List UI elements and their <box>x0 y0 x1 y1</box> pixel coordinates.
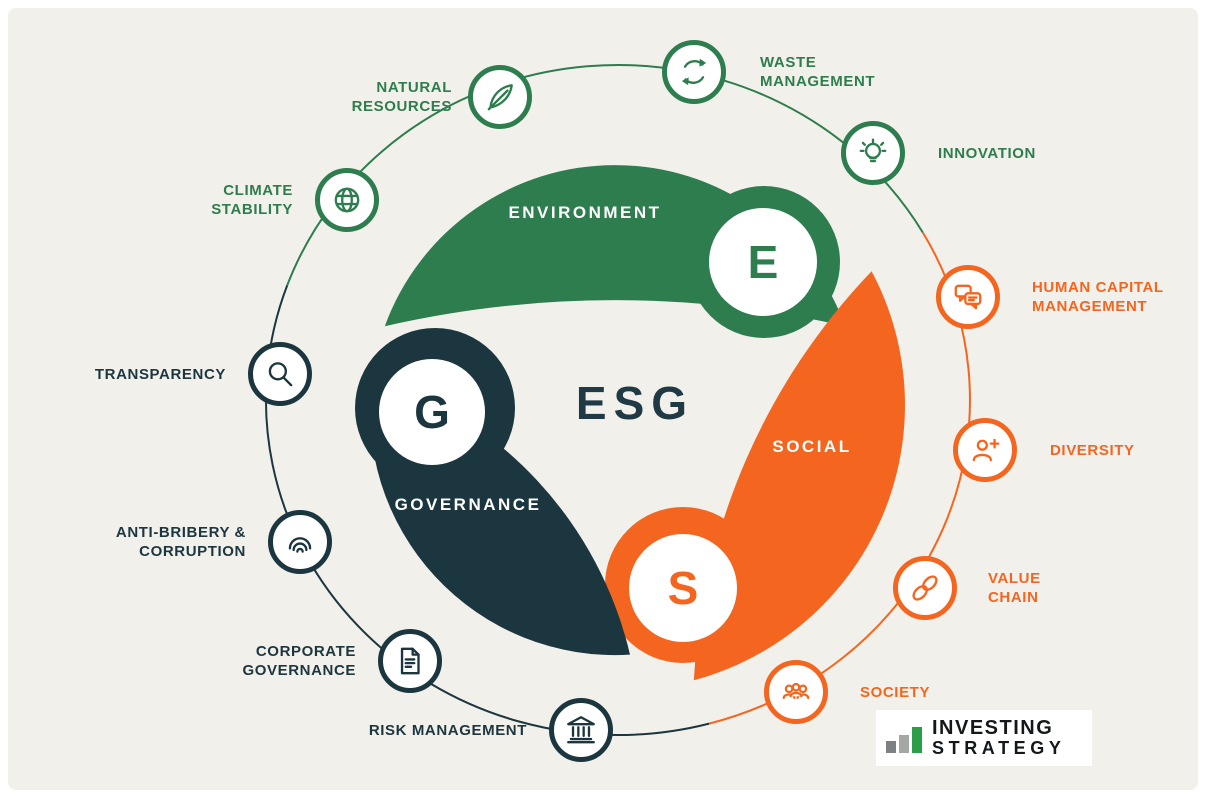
people-group-glyph <box>782 682 810 700</box>
logo-text: INVESTING STRATEGY <box>932 717 1065 759</box>
center-title: ESG <box>575 377 695 429</box>
globe-icon <box>315 168 379 232</box>
investing-strategy-logo: INVESTING STRATEGY <box>876 710 1092 766</box>
anti-bribery-label: ANTI-BRIBERY & CORRUPTION <box>115 524 246 560</box>
magnifier-glyph <box>268 362 293 387</box>
climate-stability-label: CLIMATE STABILITY <box>211 182 293 218</box>
chat-bubbles-icon <box>936 265 1000 329</box>
recycle-icon <box>662 40 726 104</box>
feather-glyph <box>487 84 513 111</box>
document-icon <box>378 629 442 693</box>
transparency-label: TRANSPARENCY <box>94 366 226 383</box>
risk-management-label: RISK MANAGEMENT <box>368 722 527 739</box>
diversity-label: DIVERSITY <box>1050 442 1135 459</box>
human-capital-label: HUMAN CAPITAL MANAGEMENT <box>1032 279 1164 315</box>
bar-chart-icon <box>886 723 922 753</box>
person-plus-icon <box>953 418 1017 482</box>
people-group-icon <box>764 660 828 724</box>
natural-resources-label: NATURAL RESOURCES <box>351 79 452 115</box>
bank-icon <box>549 698 613 762</box>
chain-link-icon <box>893 556 957 620</box>
value-chain-label: VALUE CHAIN <box>988 570 1041 606</box>
social-label: SOCIAL <box>772 437 852 456</box>
chat-bubbles-glyph <box>954 284 982 310</box>
letter-s-circle <box>629 534 737 642</box>
logo-line2: STRATEGY <box>932 738 1066 759</box>
environment-label: ENVIRONMENT <box>508 203 662 222</box>
feather-icon <box>468 65 532 129</box>
environment-letter: E <box>747 236 779 288</box>
globe-glyph <box>334 187 360 213</box>
document-glyph <box>400 647 420 675</box>
magnifier-icon <box>248 342 312 406</box>
bank-glyph <box>567 716 595 744</box>
governance-label: GOVERNANCE <box>394 495 542 514</box>
innovation-label: INNOVATION <box>938 145 1036 162</box>
person-plus-glyph <box>972 438 1000 462</box>
letter-g-circle <box>379 359 485 465</box>
social-letter: S <box>667 562 699 614</box>
esg-swirl <box>355 165 905 681</box>
background-panel <box>8 8 1198 790</box>
recycle-glyph <box>681 58 707 86</box>
lightbulb-glyph <box>859 138 887 163</box>
lightbulb-icon <box>841 121 905 185</box>
logo-line1: INVESTING <box>932 717 1054 740</box>
chain-link-glyph <box>912 575 938 601</box>
society-label: SOCIETY <box>860 684 931 701</box>
fingerprint-glyph <box>288 537 312 553</box>
governance-letter: G <box>414 386 450 438</box>
corporate-governance-label: CORPORATE GOVERNANCE <box>242 643 356 679</box>
waste-management-label: WASTE MANAGEMENT <box>760 54 876 90</box>
fingerprint-icon <box>268 510 332 574</box>
letter-e-circle <box>709 208 817 316</box>
